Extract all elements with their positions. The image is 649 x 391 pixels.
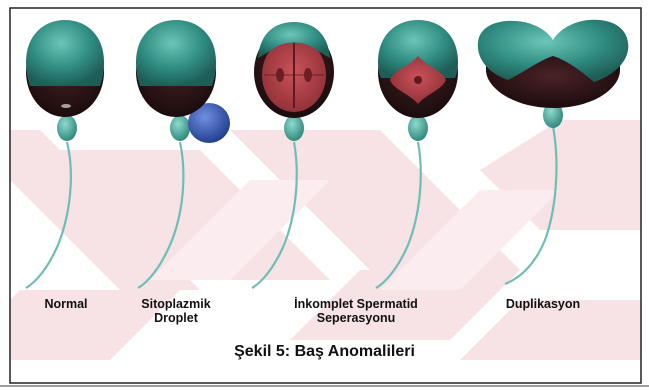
label-line: Normal: [44, 297, 87, 311]
midpiece: [408, 115, 428, 141]
midpiece: [284, 115, 304, 141]
label-line: İnkomplet Spermatid: [294, 297, 418, 311]
figure-caption: Şekil 5: Baş Anomalileri: [0, 343, 649, 361]
midpiece: [57, 115, 77, 141]
midpiece: [170, 115, 190, 141]
label-inkomplet: İnkomplet Spermatid Seperasyonu: [294, 297, 418, 325]
label-line: Droplet: [141, 311, 210, 325]
label-line: Sitoplazmik: [141, 297, 210, 311]
acrosome: [136, 20, 216, 86]
label-normal: Normal: [44, 297, 87, 311]
label-line: Seperasyonu: [294, 311, 418, 325]
acrosome: [26, 20, 104, 86]
label-sitoplazmik: Sitoplazmik Droplet: [141, 297, 210, 325]
label-line: Duplikasyon: [506, 297, 580, 311]
label-duplikasyon: Duplikasyon: [506, 297, 580, 311]
